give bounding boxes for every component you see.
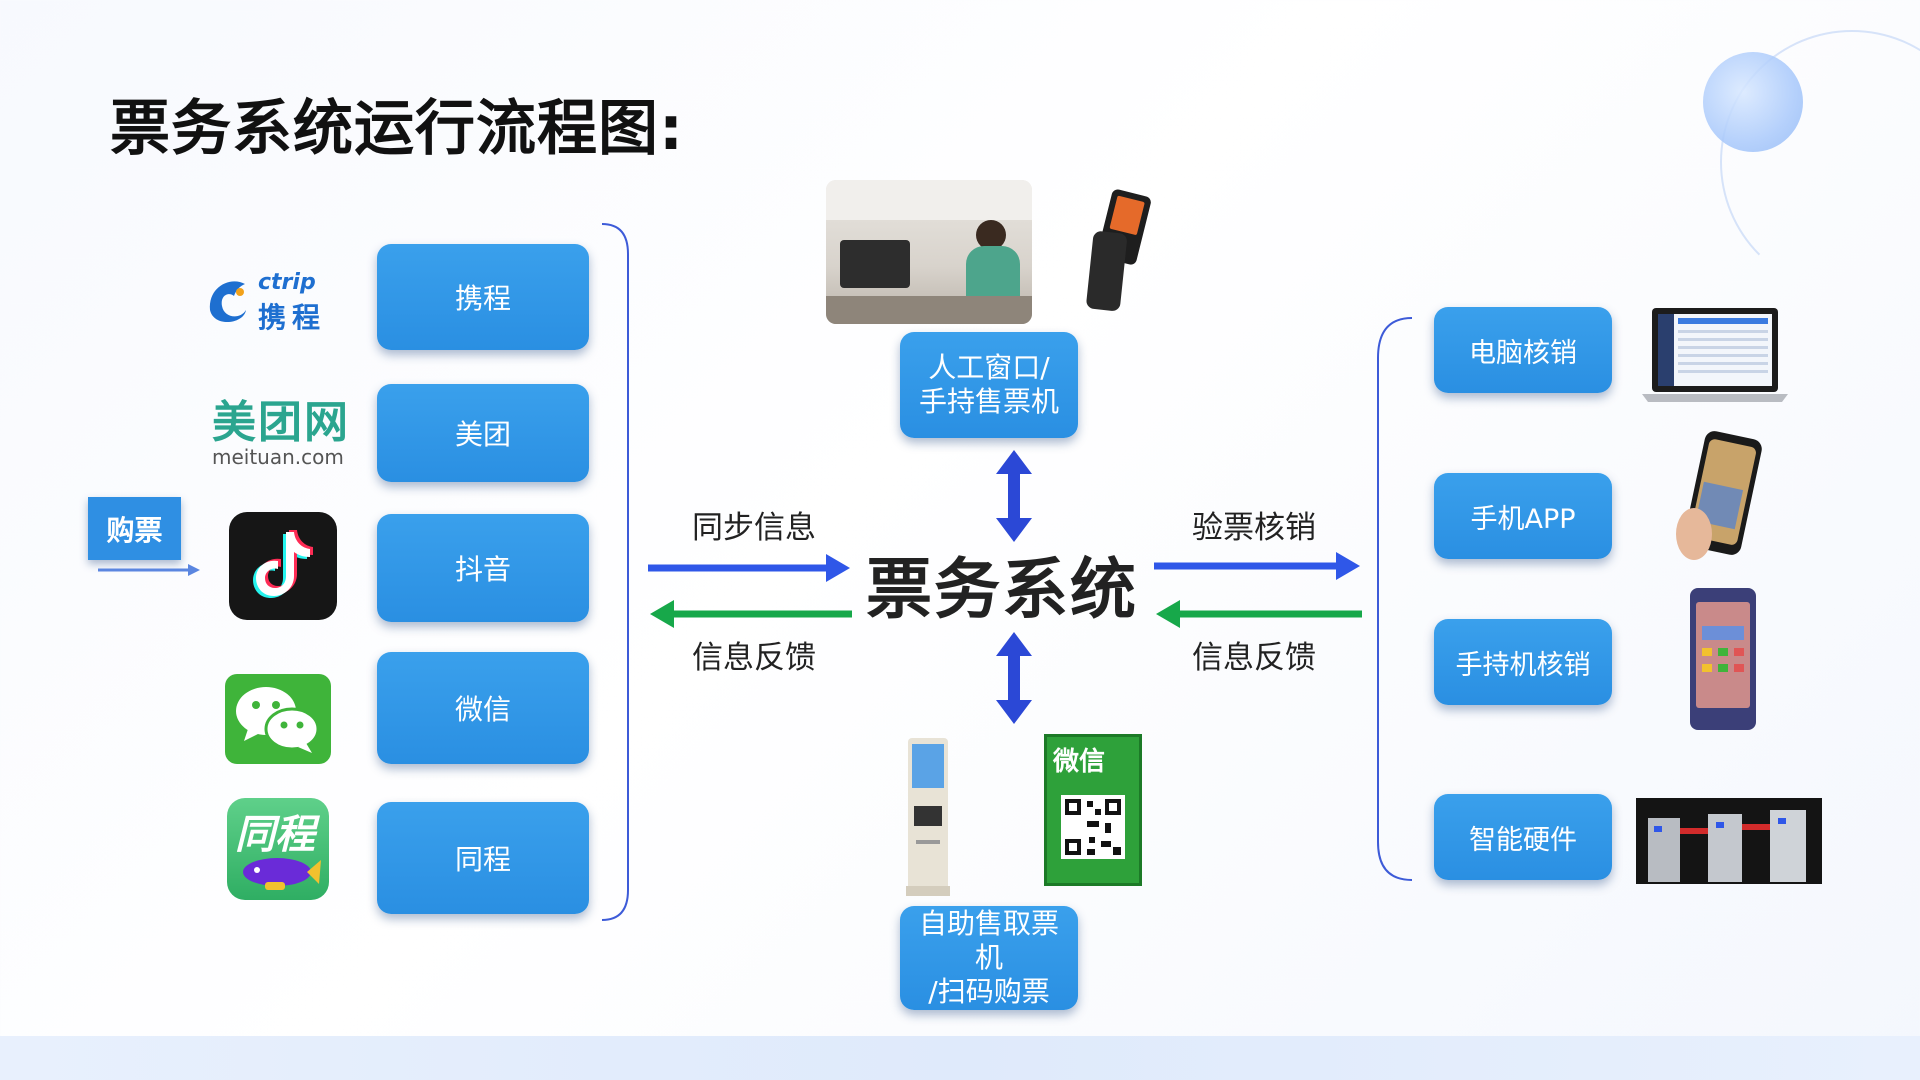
turnstile-gate-icon <box>1636 798 1822 884</box>
wechat-bubbles-icon <box>236 687 320 753</box>
tongcheng-blimp-icon <box>243 858 321 890</box>
ctrip-logo-cn: 携程 <box>258 301 327 334</box>
wechat-logo <box>225 674 331 764</box>
feedback-arrow-left <box>650 600 852 628</box>
vertical-arrow-top <box>996 450 1032 542</box>
feedback-arrow-right <box>1156 600 1362 628</box>
feedback-label-left: 信息反馈 <box>692 640 816 676</box>
qr-poster-title: 微信 <box>1053 747 1106 777</box>
buy-ticket-tag: 购票 <box>88 497 181 560</box>
channel-button-ctrip[interactable]: 携程 <box>377 244 589 350</box>
ctrip-dolphin-icon <box>209 281 246 323</box>
sync-info-label: 同步信息 <box>692 510 816 546</box>
verify-button-phone-app[interactable]: 手机APP <box>1434 473 1612 559</box>
self-service-kiosk-icon <box>906 738 950 896</box>
feedback-label-right: 信息反馈 <box>1192 640 1316 676</box>
channel-button-tongcheng[interactable]: 同程 <box>377 802 589 914</box>
meituan-logo-url: meituan.com <box>212 445 344 469</box>
tongcheng-logo: 同程 <box>227 798 329 900</box>
meituan-logo: 美团网 meituan.com <box>212 400 362 470</box>
vertical-arrow-bottom <box>996 632 1032 724</box>
verification-bracket <box>1377 317 1413 881</box>
decorative-circle <box>1703 52 1803 152</box>
ticket-window-photo <box>826 180 1032 324</box>
ctrip-logo-en: ctrip <box>258 270 316 295</box>
manual-window-handheld-node[interactable]: 人工窗口/ 手持售票机 <box>900 332 1078 438</box>
verify-button-smart-hardware[interactable]: 智能硬件 <box>1434 794 1612 880</box>
sync-info-arrow <box>648 554 850 582</box>
verify-arrow <box>1154 552 1360 580</box>
douyin-note-icon <box>253 530 313 598</box>
ctrip-logo: ctrip 携程 <box>200 262 350 342</box>
buy-arrow <box>98 564 200 576</box>
page-title: 票务系统运行流程图: <box>110 94 684 164</box>
ticket-system-label: 票务系统 <box>866 551 1138 628</box>
verify-button-handheld[interactable]: 手持机核销 <box>1434 619 1612 705</box>
douyin-logo <box>229 512 337 620</box>
channels-bracket <box>601 223 629 921</box>
qr-code-icon <box>1061 795 1125 859</box>
verify-button-computer[interactable]: 电脑核销 <box>1434 307 1612 393</box>
laptop-icon <box>1642 308 1788 402</box>
channel-button-wechat[interactable]: 微信 <box>377 652 589 764</box>
self-service-scan-node[interactable]: 自助售取票机 /扫码购票 <box>900 906 1078 1010</box>
tongcheng-logo-text: 同程 <box>235 812 315 858</box>
handheld-pos-icon <box>1086 189 1151 311</box>
channel-button-douyin[interactable]: 抖音 <box>377 514 589 622</box>
footer-band <box>0 1036 1920 1080</box>
phone-icon <box>1676 431 1762 560</box>
meituan-logo-cn: 美团网 <box>212 397 350 448</box>
verify-label: 验票核销 <box>1192 510 1316 546</box>
handheld-terminal-icon <box>1690 588 1756 730</box>
channel-button-meituan[interactable]: 美团 <box>377 384 589 482</box>
wechat-qr-poster: 微信 <box>1044 734 1142 886</box>
